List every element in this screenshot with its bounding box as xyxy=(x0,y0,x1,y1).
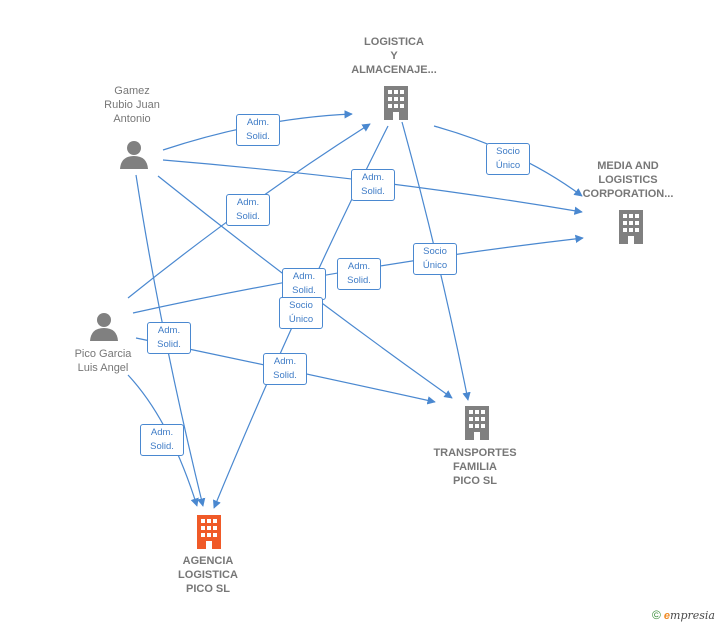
edge-label-pico-agencia: Adm. Solid. xyxy=(140,424,184,456)
brand-watermark[interactable]: © empresia xyxy=(652,608,715,622)
edge-label-pico-transportes: Adm. Solid. xyxy=(263,353,307,385)
gamez-person-icon[interactable] xyxy=(119,139,149,169)
media-label[interactable]: MEDIA AND LOGISTICS CORPORATION... xyxy=(582,160,674,200)
edge-label-gamez-logistica: Adm. Solid. xyxy=(236,114,280,146)
pico-person-icon[interactable] xyxy=(89,311,119,341)
brand-logo-text: mpresia xyxy=(670,609,715,622)
edge-label-pico-media: Adm. Solid. xyxy=(337,258,381,290)
logistica-label[interactable]: LOGISTICA Y ALMACENAJE... xyxy=(351,36,437,76)
edge-label-pico-logistica: Adm. Solid. xyxy=(226,194,270,226)
edge-label-gamez-media: Adm. Solid. xyxy=(351,169,395,201)
edge-label-logistica-transportes: Socio Único xyxy=(413,243,457,275)
agencia-label[interactable]: AGENCIA LOGISTICA PICO SL xyxy=(178,555,238,595)
media-building-icon[interactable] xyxy=(616,210,646,244)
copyright-symbol: © xyxy=(652,608,661,622)
edge-label-logistica-media: Socio Único xyxy=(486,143,530,175)
transportes-label[interactable]: TRANSPORTES FAMILIA PICO SL xyxy=(433,447,517,487)
transportes-building-icon[interactable] xyxy=(462,406,492,440)
edge-label-pico-gamez-agencia: Adm. Solid. xyxy=(147,322,191,354)
gamez-label[interactable]: Gamez Rubio Juan Antonio xyxy=(104,85,160,125)
edge-label-logistica-agencia: Socio Único xyxy=(279,297,323,329)
brand-logo-initial: e xyxy=(663,610,671,622)
pico-label[interactable]: Pico Garcia Luis Angel xyxy=(74,348,132,374)
edge-label-gamez-transportes: Adm. Solid. xyxy=(282,268,326,300)
agencia-building-icon[interactable] xyxy=(194,515,224,549)
logistica-building-icon[interactable] xyxy=(381,86,411,120)
